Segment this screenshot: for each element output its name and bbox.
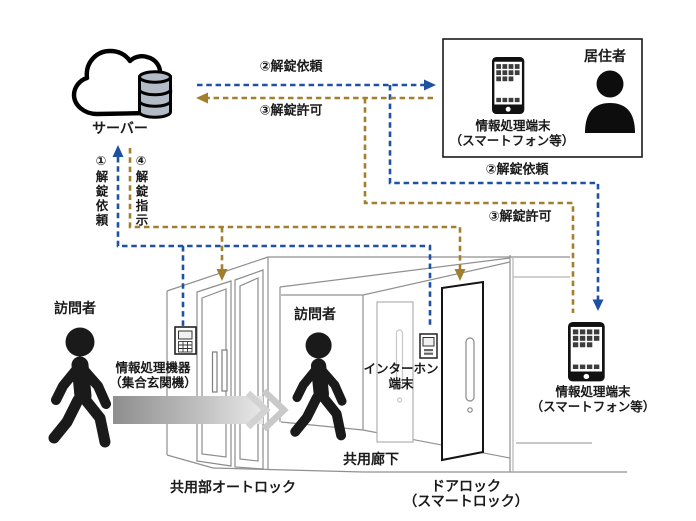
database-icon <box>138 70 172 119</box>
intercom-icon <box>419 333 438 359</box>
intercom-label-line1: インターホン <box>363 361 439 376</box>
server-label: サーバー <box>92 119 148 136</box>
walk-direction-arrow <box>113 388 289 432</box>
door-smartphone-label-line1: 情報処理端末 <box>555 384 631 399</box>
resident-box <box>442 38 643 158</box>
entrance-machine-icon <box>174 326 197 355</box>
door-smartphone-icon <box>568 322 605 382</box>
flow-2-label-right: ②解錠依頼 <box>485 161 549 177</box>
resident-label: 居住者 <box>584 47 626 64</box>
entrance-machine-label-line2: （集合玄関機） <box>109 375 197 390</box>
autolock-doors <box>196 269 264 470</box>
visitor-corridor-label: 訪問者 <box>294 305 336 322</box>
flow-2-server-to-doorphone-line <box>388 85 600 300</box>
corridor-label: 共用廊下 <box>343 450 399 467</box>
visitor-entrance-label: 訪問者 <box>54 299 96 316</box>
resident-terminal-label-line2: （スマートフォン等） <box>449 133 575 148</box>
entrance-machine-label-line1: 情報処理機器 <box>115 360 191 375</box>
unit-door <box>441 280 484 462</box>
door-smartphone-label-line2: （スマートフォン等） <box>530 399 656 414</box>
doorlock-label-line1: ドアロック <box>431 477 501 494</box>
doorlock-label-line2: （スマートロック） <box>403 492 529 509</box>
grant-flow-lines <box>128 96 575 313</box>
resident-person-icon <box>585 70 635 133</box>
flow-3-label-top: ③解錠許可 <box>259 102 323 118</box>
resident-terminal-label-line1: 情報処理端末 <box>475 118 551 133</box>
flow-3-label-right: ③解錠許可 <box>488 208 552 224</box>
request-flow-arrowheads <box>112 79 604 311</box>
autolock-facade <box>166 256 269 470</box>
request-flow-lines <box>116 83 600 327</box>
visitor-walking-icon-entrance <box>54 328 106 443</box>
flow-1-label: ①解錠依頼 <box>93 153 108 228</box>
flow-4-label: ④解錠指示 <box>133 153 148 228</box>
autolock-label: 共用部オートロック <box>170 478 296 495</box>
flow-4-command-line <box>128 148 462 269</box>
grant-flow-arrowheads <box>196 92 466 281</box>
resident-smartphone-icon <box>492 57 525 114</box>
server-icon <box>71 48 173 119</box>
flow-3-doorphone-to-server-line <box>363 98 575 313</box>
visitor-walking-icon-corridor <box>295 332 342 435</box>
flow-1-request-line <box>116 157 432 327</box>
flow-2-label-top: ②解錠依頼 <box>259 58 323 74</box>
intercom-label-line2: 端末 <box>388 376 414 391</box>
interior-door <box>376 301 414 443</box>
